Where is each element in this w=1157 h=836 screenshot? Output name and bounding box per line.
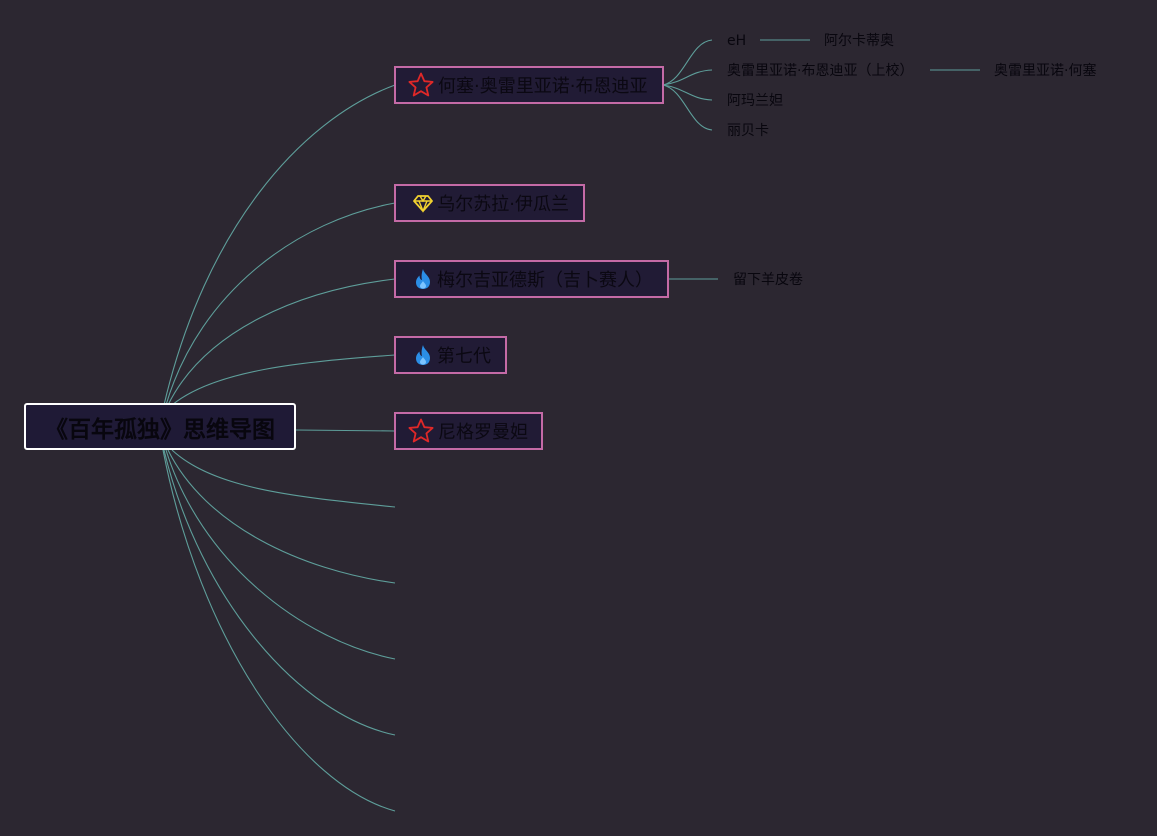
child-node-amaranta[interactable]: 阿玛兰妲 — [727, 93, 783, 109]
connector-branch-1 — [163, 84, 396, 406]
branch-node-1[interactable]: 何塞·奥雷里亚诺·布恩迪亚 — [394, 66, 664, 104]
grandchild-node-aureliano-jose[interactable]: 奥雷里亚诺·何塞 — [994, 63, 1097, 79]
connector-child-2 — [662, 69, 713, 86]
connector-child-3 — [662, 84, 713, 101]
red-star-icon — [408, 72, 434, 98]
connector-branch-4 — [171, 354, 396, 406]
connector-empty-1 — [171, 449, 396, 508]
child-node-parchment[interactable]: 留下羊皮卷 — [733, 272, 803, 288]
connector-empty-4 — [163, 449, 396, 736]
connector-empty-2 — [167, 449, 396, 584]
branch-label-5: 尼格罗曼妲 — [438, 422, 528, 443]
red-star-icon — [408, 418, 434, 444]
connector-branch-5 — [295, 429, 396, 432]
connector-branch-2 — [165, 202, 396, 406]
branch-node-4[interactable]: 第七代 — [394, 336, 507, 374]
branch-label-4: 第七代 — [437, 346, 491, 367]
grandchild-node-arcadio[interactable]: 阿尔卡蒂奥 — [824, 33, 894, 49]
connector-child-4 — [662, 84, 713, 131]
connector-branch-3 — [167, 278, 396, 406]
branch-node-5[interactable]: 尼格罗曼妲 — [394, 412, 543, 450]
blue-flame-icon — [412, 266, 433, 292]
connector-child-1 — [662, 39, 713, 86]
connector-empty-3 — [165, 449, 396, 660]
branch-node-2[interactable]: 乌尔苏拉·伊瓜兰 — [394, 184, 585, 222]
connector-empty-5 — [162, 449, 396, 812]
child-node-colonel[interactable]: 奥雷里亚诺·布恩迪亚（上校） — [727, 63, 914, 79]
branch-label-1: 何塞·奥雷里亚诺·布恩迪亚 — [438, 76, 648, 97]
blue-flame-icon — [412, 342, 433, 368]
child-node-rebeca[interactable]: 丽贝卡 — [727, 123, 769, 139]
branch-label-2: 乌尔苏拉·伊瓜兰 — [437, 194, 569, 215]
branch-label-3: 梅尔吉亚德斯（吉卜赛人） — [437, 270, 653, 291]
branch-node-3[interactable]: 梅尔吉亚德斯（吉卜赛人） — [394, 260, 669, 298]
child-node-eh[interactable]: eH — [727, 33, 747, 49]
root-node[interactable]: 《百年孤独》思维导图 — [24, 403, 296, 450]
root-title: 《百年孤独》思维导图 — [45, 416, 275, 443]
yellow-diamond-icon — [412, 190, 433, 216]
